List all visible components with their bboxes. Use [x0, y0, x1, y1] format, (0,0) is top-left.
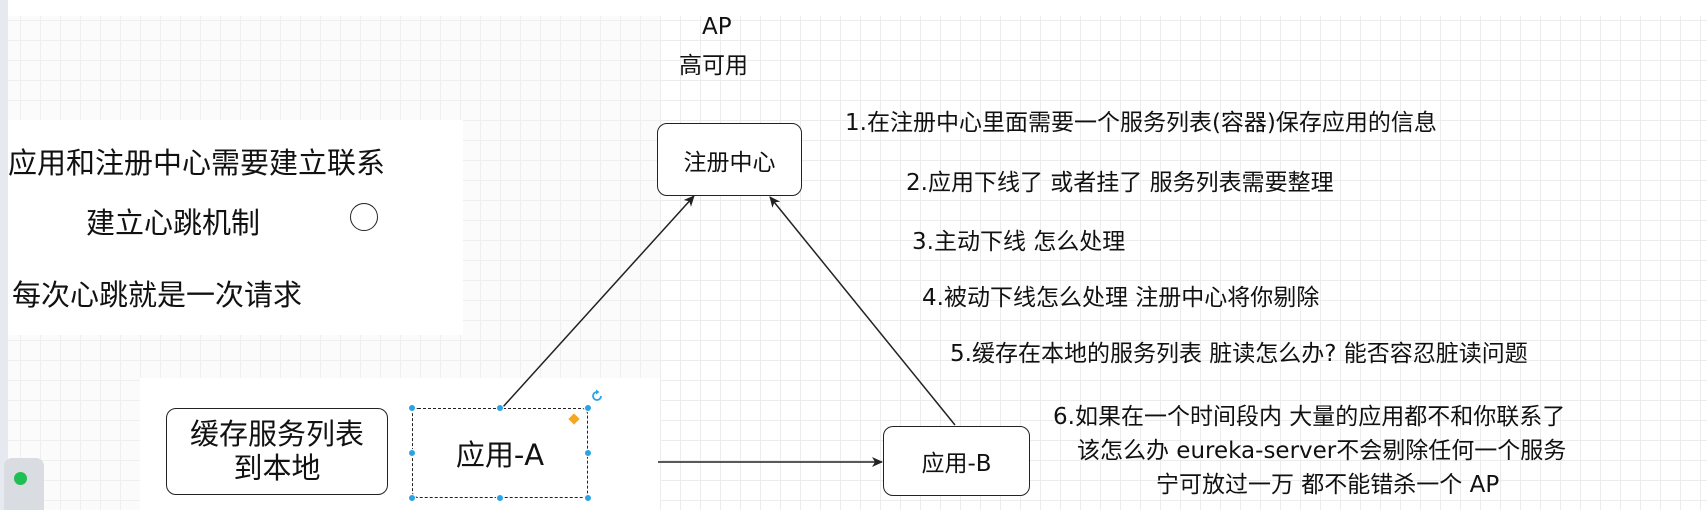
resize-handle-top[interactable]: [496, 404, 504, 412]
left-note-request: 每次心跳就是一次请求: [12, 278, 303, 312]
cache-label-line1: 缓存服务列表: [189, 417, 364, 452]
app-b-node[interactable]: 应用-B: [883, 426, 1030, 496]
edge-app-b-to-registry[interactable]: [769, 196, 956, 426]
app-a-node[interactable]: 应用-A: [412, 408, 588, 498]
left-note-connect: 应用和注册中心需要建立联系: [8, 146, 386, 180]
rotate-icon[interactable]: [590, 389, 604, 403]
app-b-label: 应用-B: [921, 451, 992, 477]
notes-background: [8, 120, 463, 335]
resize-handle-bottom-right[interactable]: [584, 494, 592, 502]
status-indicator[interactable]: [4, 458, 44, 510]
note-6-line-3: 宁可放过一万 都不能错杀一个 AP: [1156, 472, 1500, 498]
edge-app-a-to-registry[interactable]: [501, 195, 695, 409]
resize-handle-left[interactable]: [408, 449, 416, 457]
note-3: 3.主动下线 怎么处理: [912, 229, 1126, 255]
note-4: 4.被动下线怎么处理 注册中心将你剔除: [922, 285, 1320, 311]
online-status-icon: [14, 472, 27, 485]
title-ap: AP: [702, 14, 732, 40]
title-high-availability: 高可用: [679, 53, 748, 79]
resize-handle-top-left[interactable]: [408, 404, 416, 412]
note-5: 5.缓存在本地的服务列表 脏读怎么办? 能否容忍脏读问题: [950, 341, 1528, 367]
resize-handle-right[interactable]: [584, 449, 592, 457]
left-note-heartbeat: 建立心跳机制: [86, 206, 261, 240]
resize-handle-top-right[interactable]: [584, 404, 592, 412]
registry-label: 注册中心: [683, 149, 776, 176]
left-edge-bar: [0, 0, 8, 510]
note-6-line-2: 该怎么办 eureka-server不会剔除任何一个服务: [1077, 438, 1567, 464]
app-a-label: 应用-A: [455, 438, 545, 472]
cache-node[interactable]: 缓存服务列表 到本地: [166, 408, 388, 495]
note-1: 1.在注册中心里面需要一个服务列表(容器)保存应用的信息: [845, 110, 1437, 136]
note-2: 2.应用下线了 或者挂了 服务列表需要整理: [906, 170, 1334, 196]
registry-node[interactable]: 注册中心: [657, 123, 802, 196]
circle-shape[interactable]: [350, 203, 378, 231]
resize-handle-bottom[interactable]: [496, 494, 504, 502]
cache-label-line2: 到本地: [233, 450, 321, 485]
top-strip: [0, 0, 1707, 16]
note-6-line-1: 6.如果在一个时间段内 大量的应用都不和你联系了: [1053, 404, 1566, 430]
resize-handle-bottom-left[interactable]: [408, 494, 416, 502]
